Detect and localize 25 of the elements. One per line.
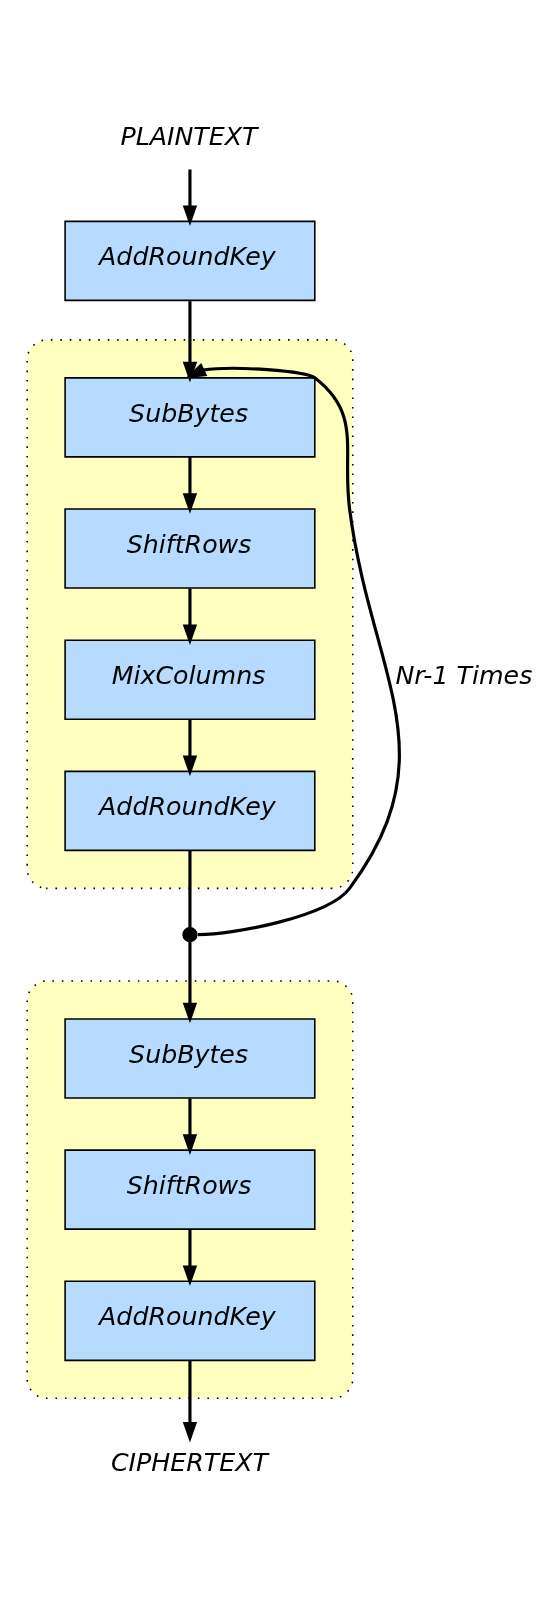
arrow xyxy=(182,942,198,1024)
connector xyxy=(188,850,192,928)
arrow xyxy=(182,1098,198,1155)
node-text: CIPHERTEXT xyxy=(110,1447,268,1477)
arrow xyxy=(182,301,198,383)
node-box: AddRoundKey xyxy=(64,770,316,852)
node-box: MixColumns xyxy=(64,639,316,720)
node-box: AddRoundKey xyxy=(64,220,316,302)
arrow xyxy=(182,588,198,645)
node-box: AddRoundKey xyxy=(64,1280,316,1362)
arrow xyxy=(182,1229,198,1287)
edge-label: Nr-1 Times xyxy=(395,661,533,691)
node-text: PLAINTEXT xyxy=(120,122,258,152)
node-box: ShiftRows xyxy=(64,1149,316,1230)
node-box: SubBytes xyxy=(64,1018,316,1099)
arrow xyxy=(182,457,198,514)
arrow xyxy=(185,363,401,937)
cluster xyxy=(26,980,354,1400)
cluster xyxy=(26,339,354,890)
node-circle xyxy=(182,927,198,943)
arrow xyxy=(182,719,198,777)
arrow xyxy=(182,1360,198,1443)
node-box: SubBytes xyxy=(64,377,316,458)
node-box: ShiftRows xyxy=(64,508,316,589)
arrow xyxy=(182,169,198,227)
